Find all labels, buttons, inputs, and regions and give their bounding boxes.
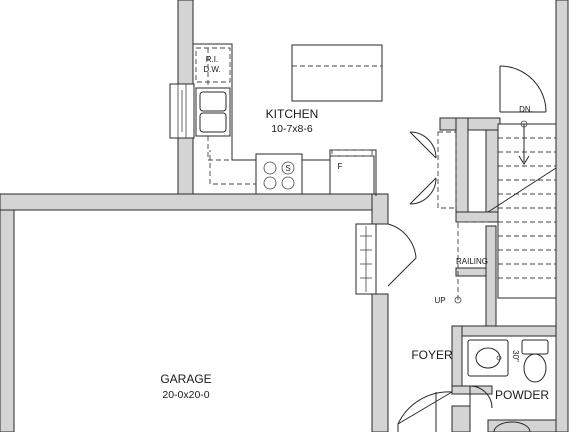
- stair-treads: [498, 137, 556, 279]
- kitchen-size: 10-7x8-6: [271, 123, 313, 135]
- wall-kitchen-west: [177, 0, 194, 85]
- dishwasher-label-line1: R.I.: [206, 55, 218, 64]
- bottom-fixture-arc: [493, 421, 531, 432]
- stair-run: [497, 123, 557, 299]
- powder-door-swing: [469, 385, 493, 409]
- wall-stair-south: [455, 211, 499, 223]
- kitchen-sink: [195, 87, 231, 137]
- wall-garage-north: [0, 193, 377, 211]
- patio-door: [499, 65, 547, 113]
- stove: S: [255, 153, 303, 195]
- refrigerator-label: F: [338, 162, 343, 171]
- wall-garage-west: [0, 209, 15, 432]
- powder-room: 30": [467, 339, 549, 409]
- garage-entry-door: [355, 223, 417, 295]
- garage-size: 20-0x20-0: [162, 389, 209, 401]
- wall-east-exterior: [555, 0, 569, 432]
- stair-break-line: [487, 167, 557, 213]
- powder-name: POWDER: [495, 388, 549, 402]
- wall-powder-north: [451, 325, 557, 337]
- wall-powder-west: [451, 325, 463, 389]
- kitchen-window: [169, 83, 195, 139]
- closet-doors: [409, 131, 457, 209]
- kitchen-name: KITCHEN: [266, 107, 319, 121]
- garage-name: GARAGE: [160, 372, 211, 386]
- dishwasher-rough-in: [195, 47, 231, 83]
- railing-label: RAILING: [456, 257, 488, 266]
- wall-stair-inner: [485, 129, 499, 219]
- stove-label: S: [285, 164, 290, 173]
- wall-garage-east-upper: [371, 193, 389, 225]
- wall-kitchen-west-lower: [177, 137, 194, 195]
- toilet: [521, 339, 549, 383]
- stairs: DN. UP RAILING: [434, 105, 557, 305]
- foyer-name: FOYER: [411, 348, 453, 362]
- wall-powder-south: [451, 385, 493, 395]
- closet-shelf: [437, 131, 457, 209]
- dishwasher-label-line2: D.W.: [203, 65, 220, 74]
- wall-foyer-south: [451, 405, 471, 432]
- wall-stair-north: [439, 117, 501, 131]
- wall-stair-west: [455, 117, 469, 219]
- wc-clearance-label: 30": [511, 350, 520, 362]
- kitchen-island: [291, 44, 383, 102]
- wall-garage-east-lower: [371, 293, 389, 432]
- stairs-down-label: DN.: [519, 105, 533, 114]
- up-arrow-path: [457, 221, 488, 300]
- wall-railing-vertical: [485, 225, 497, 331]
- stairs-up-label: UP: [434, 296, 445, 305]
- refrigerator: F: [329, 149, 375, 195]
- front-door: [397, 391, 453, 432]
- kitchen: R.I. D.W. S F: [169, 43, 383, 196]
- vanity-sink: [467, 339, 509, 377]
